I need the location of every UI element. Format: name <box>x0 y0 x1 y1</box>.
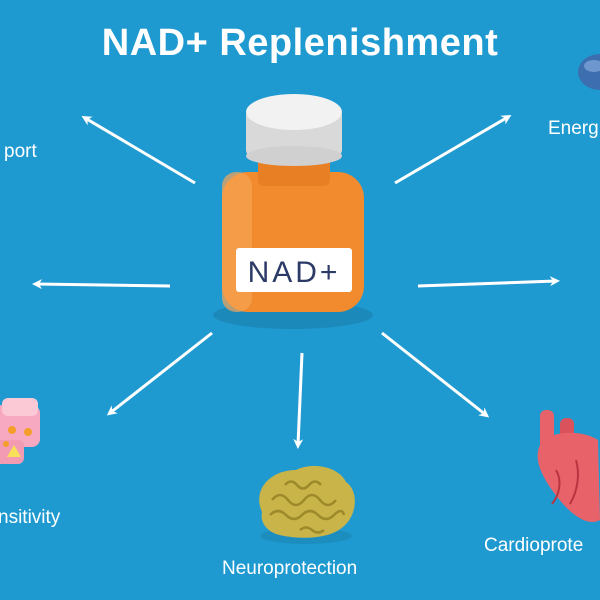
page-title: NAD+ Replenishment <box>101 22 499 64</box>
arrow-bottom-center <box>293 352 304 449</box>
arrow-right <box>417 276 560 288</box>
energy-organ-icon <box>578 54 600 90</box>
benefit-label-bottom-left: nsitivity <box>0 507 61 528</box>
nad-bottle-icon: NAD+ <box>213 94 373 329</box>
arrow-top-left <box>81 115 196 185</box>
arrow-top-right <box>394 114 512 185</box>
arrow-left <box>32 279 171 290</box>
heart-icon <box>537 410 600 522</box>
arrow-bottom-left <box>106 331 213 416</box>
benefit-label-top-left: port <box>4 141 37 162</box>
benefit-label-bottom-right: Cardioprote <box>484 535 584 556</box>
arrow-bottom-right <box>381 331 490 418</box>
cell-cluster-icon <box>0 398 40 464</box>
benefit-label-top-right: Energ <box>548 118 599 139</box>
benefit-label-bottom-center: Neuroprotection <box>222 558 358 579</box>
bottle-label: NAD+ <box>248 256 341 289</box>
brain-icon <box>259 466 355 544</box>
